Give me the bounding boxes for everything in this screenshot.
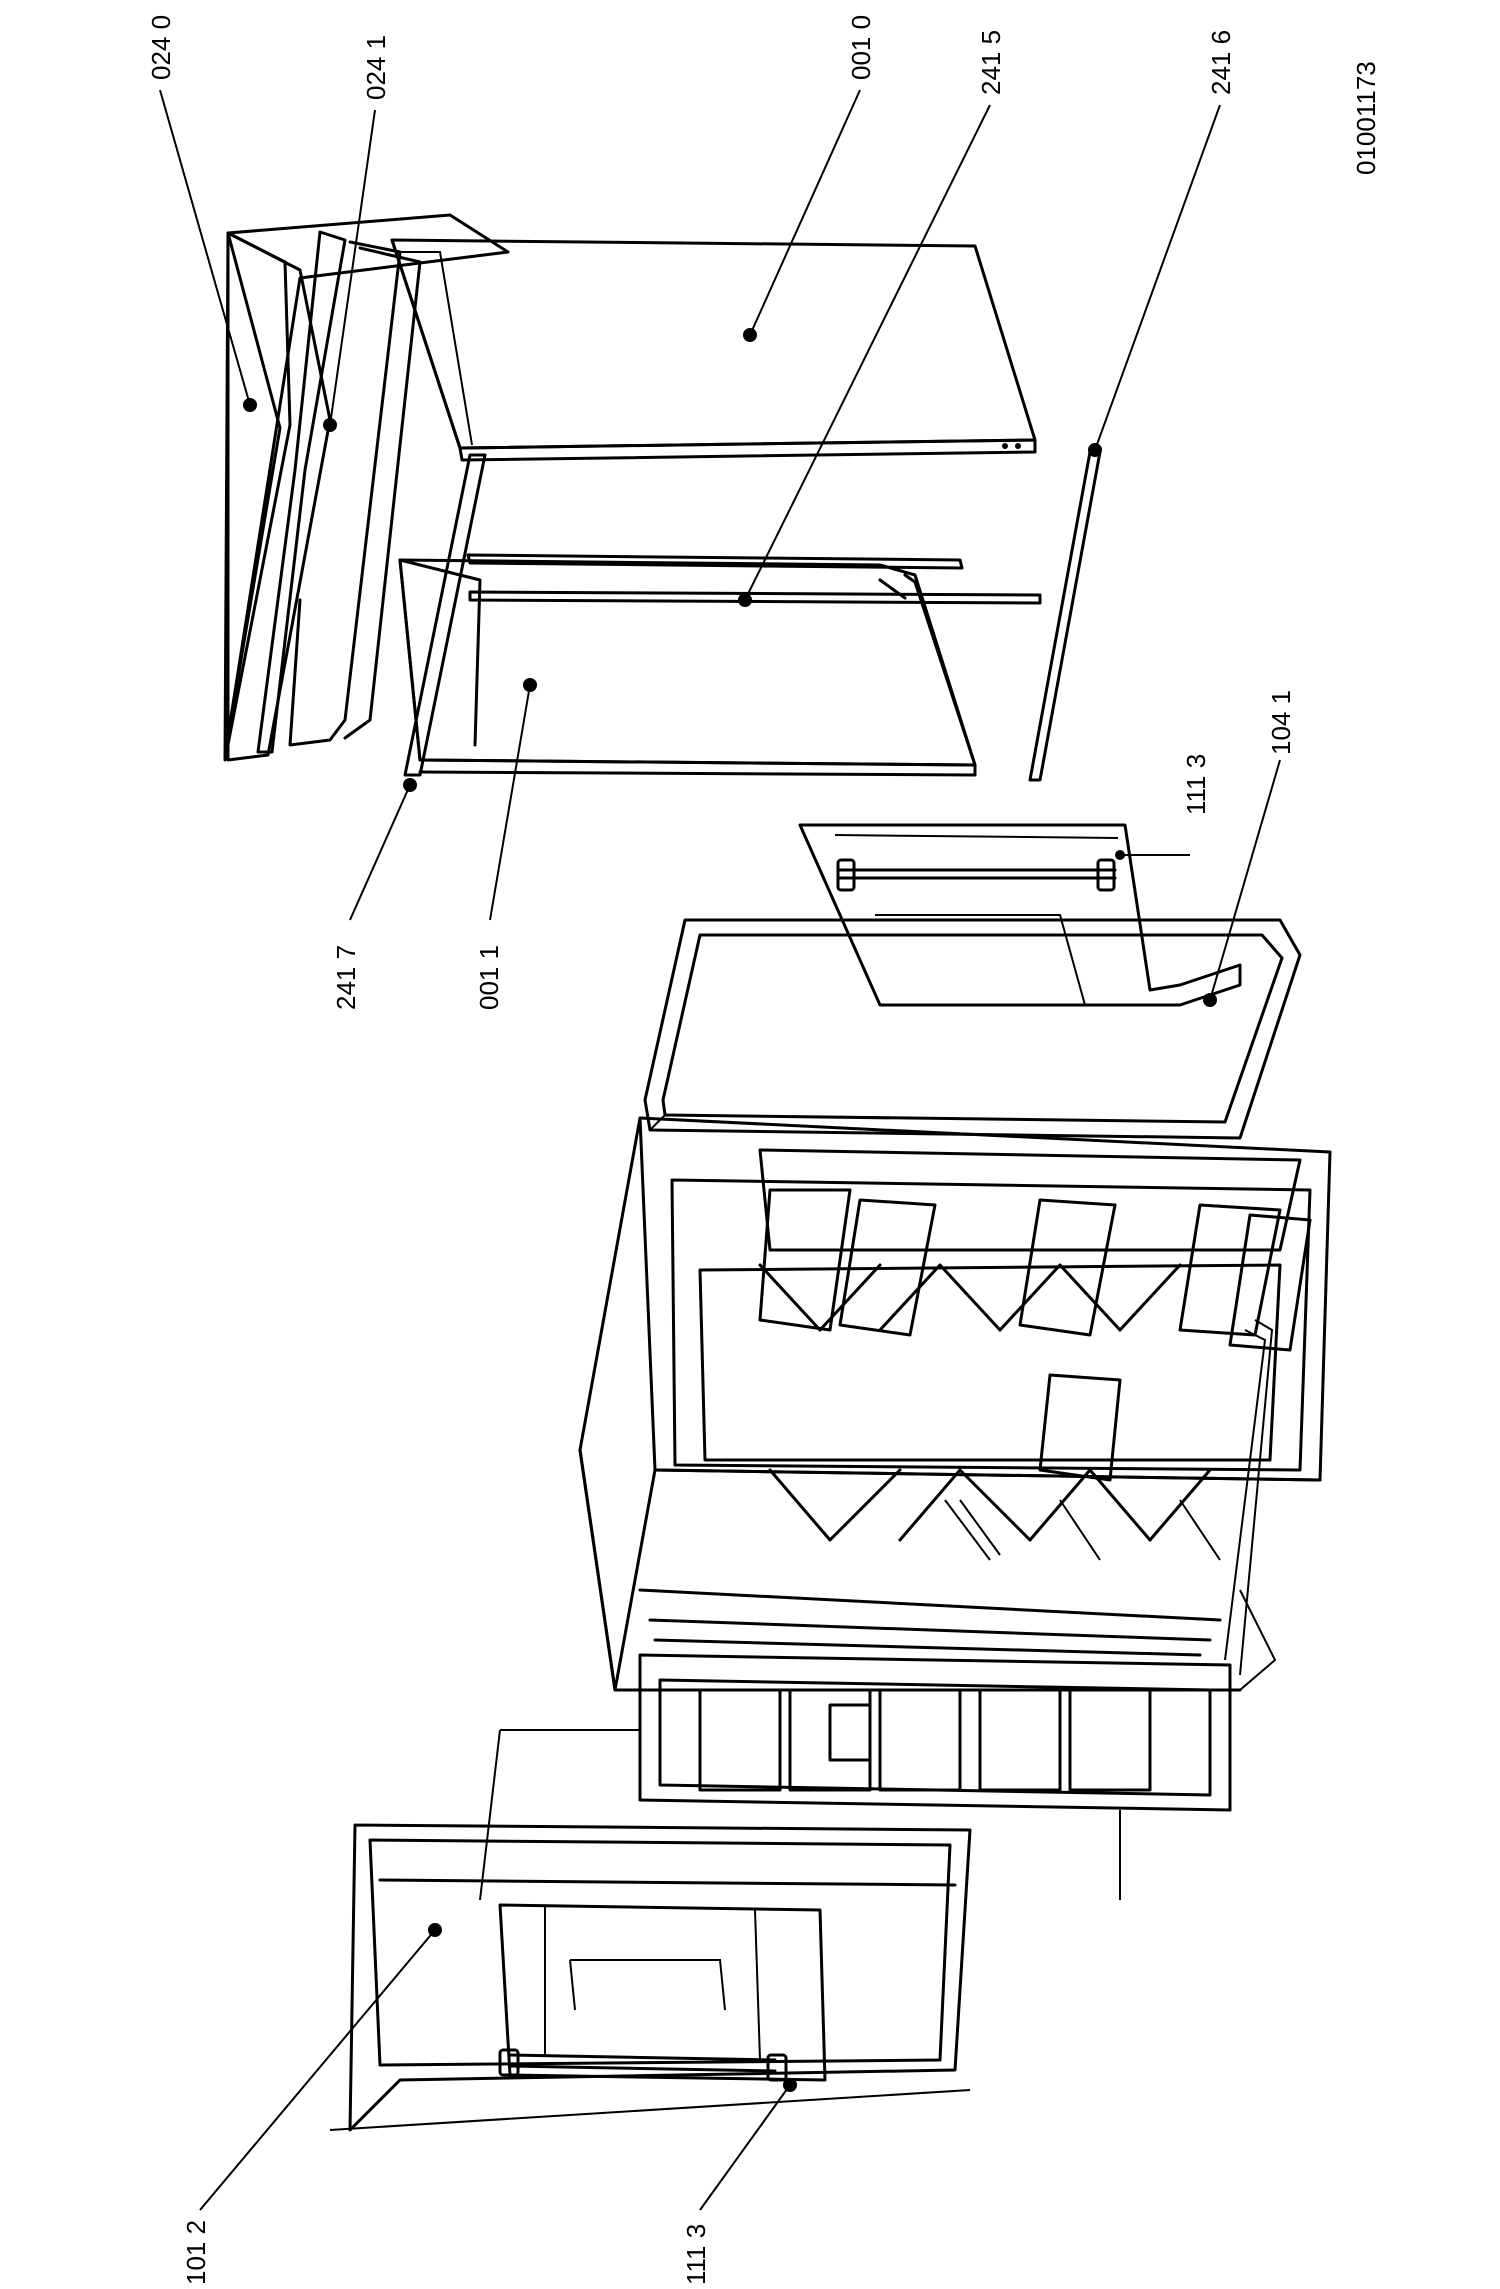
callout-label-2415: 241 5	[976, 30, 1006, 95]
side-panel-0011	[398, 553, 977, 777]
figure-code: 01001173	[1351, 61, 1381, 175]
callout-label-0011: 001 1	[474, 945, 504, 1010]
leader-lines	[159, 89, 1281, 2211]
callout-label-0240: 024 0	[146, 15, 176, 80]
shelves	[758, 1263, 1221, 1561]
top-panel-0241	[256, 230, 422, 754]
door-bins	[758, 1188, 1312, 1482]
callout-labels: 024 0 024 1 001 0 241 5 241 6 241 7 001 …	[146, 15, 1381, 2285]
cabinet-front	[479, 1653, 1232, 1901]
top-panel-0240	[223, 213, 510, 762]
callout-label-1113-right: 111 3	[1181, 754, 1211, 815]
rail-2416	[1028, 450, 1102, 782]
cabinet-body	[578, 1116, 1332, 1692]
callout-label-2417: 241 7	[331, 945, 361, 1010]
side-panel-0010	[390, 238, 1037, 462]
callout-label-0010: 001 0	[846, 15, 876, 80]
rail-2415	[468, 578, 1042, 605]
callout-label-0241: 024 1	[361, 35, 391, 100]
callout-label-1012: 101 2	[181, 2220, 211, 2285]
callout-label-2416: 241 6	[1206, 30, 1236, 95]
callout-label-1041: 104 1	[1266, 690, 1296, 755]
rail-2417	[403, 453, 487, 777]
callout-label-1113-left: 111 3	[681, 2224, 711, 2285]
left-door-1012	[329, 1823, 972, 2132]
right-door-1041	[643, 823, 1302, 1140]
